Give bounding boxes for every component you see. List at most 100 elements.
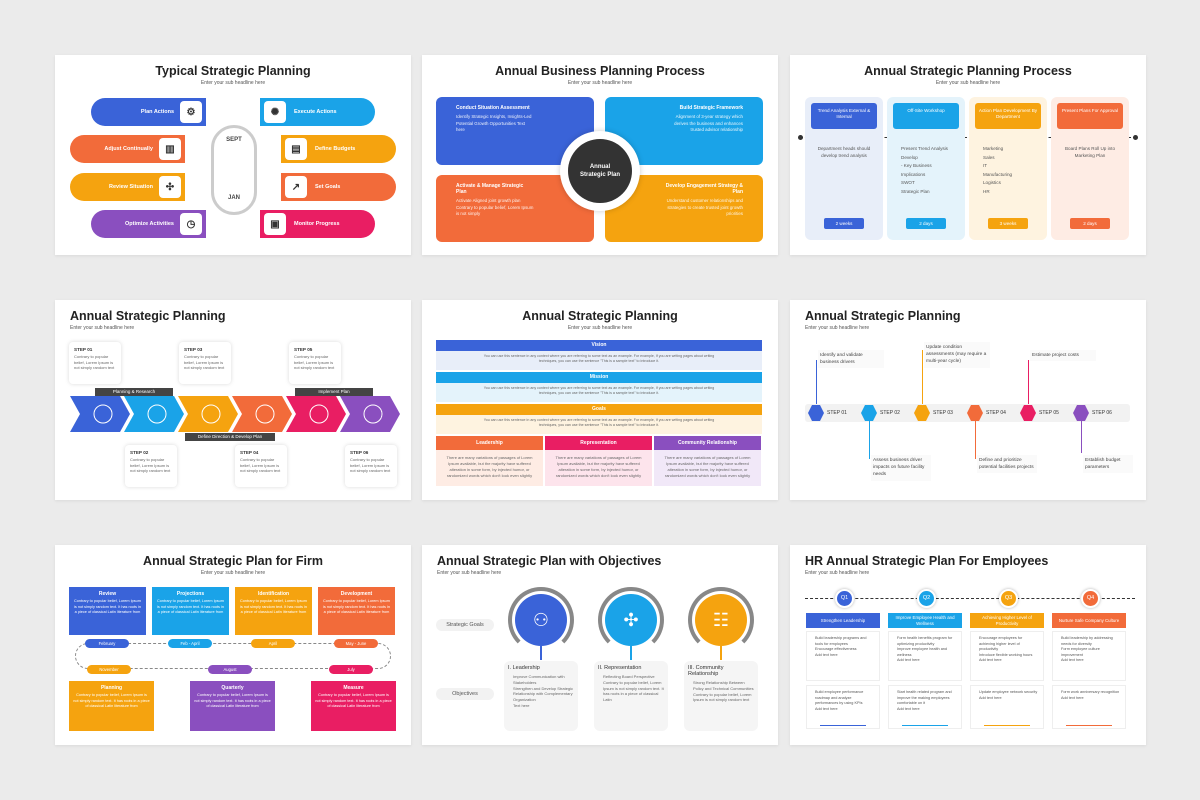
task-item: Add text here xyxy=(1061,658,1084,662)
pill-label: Review Situation xyxy=(108,184,153,190)
bar-implement-plan: Implement Plan xyxy=(295,388,373,396)
connector-line xyxy=(1028,360,1029,404)
step-hexagon xyxy=(1073,405,1089,421)
goal-ring xyxy=(598,587,664,653)
quadrant-text: Identify Strategic Insights, Insights-Le… xyxy=(456,114,532,133)
slide-title: Annual Strategic Plan for Firm xyxy=(143,554,323,568)
row-text: You can use this sentence in any context… xyxy=(436,351,762,370)
slide-plan-for-firm[interactable]: Annual Strategic Plan for Firm Enter you… xyxy=(55,545,411,745)
step-hexagon xyxy=(808,405,824,421)
column-text: IT xyxy=(983,163,988,168)
pill-adjust: Adjust Continually ▥ xyxy=(70,135,185,163)
step-label: STEP 04 xyxy=(986,410,1006,416)
card-underline xyxy=(820,725,866,726)
task-card: Encourage employees for achieving higher… xyxy=(970,631,1044,681)
growth-icon: ↗ xyxy=(285,176,307,198)
task-item: Add text here xyxy=(1061,695,1084,700)
quadrant-heading: Develop Engagement Strategy & Plan xyxy=(665,183,743,195)
step-heading: STEP 03 xyxy=(184,347,203,352)
column-text: There are many variations of passages of… xyxy=(545,450,652,486)
column-heading: Representation xyxy=(545,436,652,450)
step-text: Contrary to popular belief, Lorem Ipsum … xyxy=(184,354,225,371)
step-label: STEP 03 xyxy=(933,410,953,416)
slide-subtitle: Enter your sub headline here xyxy=(805,325,870,331)
quadrant-heading: Conduct Situation Assessment xyxy=(456,105,530,111)
slide-strategic-steps[interactable]: Annual Strategic Planning Enter your sub… xyxy=(790,300,1146,500)
card-underline xyxy=(902,725,948,726)
task-card: Build leadership by addressing needs for… xyxy=(1052,631,1126,681)
slide-plan-objectives[interactable]: Annual Strategic Plan with Objectives En… xyxy=(422,545,778,745)
column-heading: Action Plan Development By Department xyxy=(975,103,1041,129)
duration-badge: 2 days xyxy=(906,218,946,229)
objective-item: Improve Communication with Stakeholders xyxy=(513,674,565,685)
group-icon: ☷ xyxy=(695,594,747,646)
slide-annual-strategic-process[interactable]: Annual Strategic Planning Process Enter … xyxy=(790,55,1146,255)
step-label: STEP 02 xyxy=(880,410,900,416)
goal-ring xyxy=(688,587,754,653)
connector-line xyxy=(816,360,817,404)
slide-subtitle: Enter your sub headline here xyxy=(200,570,266,576)
task-item: Form employee culture improvement xyxy=(1061,647,1100,657)
connector-line xyxy=(869,421,870,459)
row-heading: Goals xyxy=(436,404,762,415)
slide-title: HR Annual Strategic Plan For Employees xyxy=(805,554,1049,568)
pill-label: Define Budgets xyxy=(315,146,356,152)
slide-subtitle: Enter your sub headline here xyxy=(70,325,135,331)
month-badge: July xyxy=(329,665,373,674)
slide-subtitle: Enter your sub headline here xyxy=(805,570,870,576)
card-text: Contrary to popular belief, Lorem Ipsum … xyxy=(73,693,150,708)
card-heading: Review xyxy=(98,591,117,597)
slide-hr-plan[interactable]: HR Annual Strategic Plan For Employees E… xyxy=(790,545,1146,745)
slide-annual-business-planning[interactable]: Annual Business Planning Process Enter y… xyxy=(422,55,778,255)
task-card: Build employee performance roadmap and a… xyxy=(806,685,880,729)
slide-vision-mission[interactable]: Annual Strategic Planning Enter your sub… xyxy=(422,300,778,500)
row-heading: Vision xyxy=(436,340,762,351)
slide-annual-strategic-planning-arrows[interactable]: Annual Strategic Planning Enter your sub… xyxy=(55,300,411,500)
people-icon: ⚇ xyxy=(515,594,567,646)
task-item: Add text here xyxy=(897,658,920,662)
card-heading: Identification xyxy=(257,591,290,597)
card-text: Contrary to popular belief, Lorem Ipsum … xyxy=(157,599,224,614)
column-text: Department heads should develop trend an… xyxy=(817,146,871,159)
task-item: Add text here xyxy=(979,658,1002,662)
timeline-dot-end xyxy=(1133,135,1138,140)
task-item: Start health related program and improve… xyxy=(897,690,952,705)
step-note: Assess business driver impacts on future… xyxy=(871,455,931,481)
column-text: Marketing xyxy=(983,146,1004,151)
month-badge: May - June xyxy=(334,639,378,648)
step-label: STEP 01 xyxy=(827,410,847,416)
step-heading: STEP 05 xyxy=(294,347,313,352)
objective-item: Strengthen and Develop Strategic Relatio… xyxy=(513,685,574,703)
quarter-badge: Q4 xyxy=(1081,589,1100,608)
arrow-chain xyxy=(70,396,400,432)
card-heading: Development xyxy=(340,591,373,597)
network-icon: ✣ xyxy=(605,594,657,646)
connector-line xyxy=(922,350,923,404)
slide-typical-strategic-planning[interactable]: Typical Strategic Planning Enter your su… xyxy=(55,55,411,255)
step-hexagon xyxy=(861,405,877,421)
slide-title: Annual Strategic Planning xyxy=(805,309,961,323)
month-badge: August xyxy=(208,665,252,674)
column-text: Present Trend Analysis xyxy=(901,146,948,151)
pill-review: Review Situation ✣ xyxy=(70,173,185,201)
card-heading: Measure xyxy=(343,685,364,691)
goal-stem xyxy=(540,646,542,660)
slide-subtitle: Enter your sub headline here xyxy=(200,80,266,86)
pill-label: Set Goals xyxy=(315,184,341,190)
task-item: Add text here xyxy=(815,652,838,657)
objective-item: Reflecting Board Perspective xyxy=(603,674,655,679)
duration-badge: 3 weeks xyxy=(988,218,1028,229)
task-item: Introduce flexible working hours xyxy=(979,652,1033,657)
center-label: Annual Strategic Plan xyxy=(579,163,620,178)
objective-heading: II. Representation xyxy=(598,665,642,671)
quarter-badge: Q2 xyxy=(917,589,936,608)
clock-icon: ◷ xyxy=(180,213,202,235)
gear-icon: ⚙ xyxy=(180,101,202,123)
